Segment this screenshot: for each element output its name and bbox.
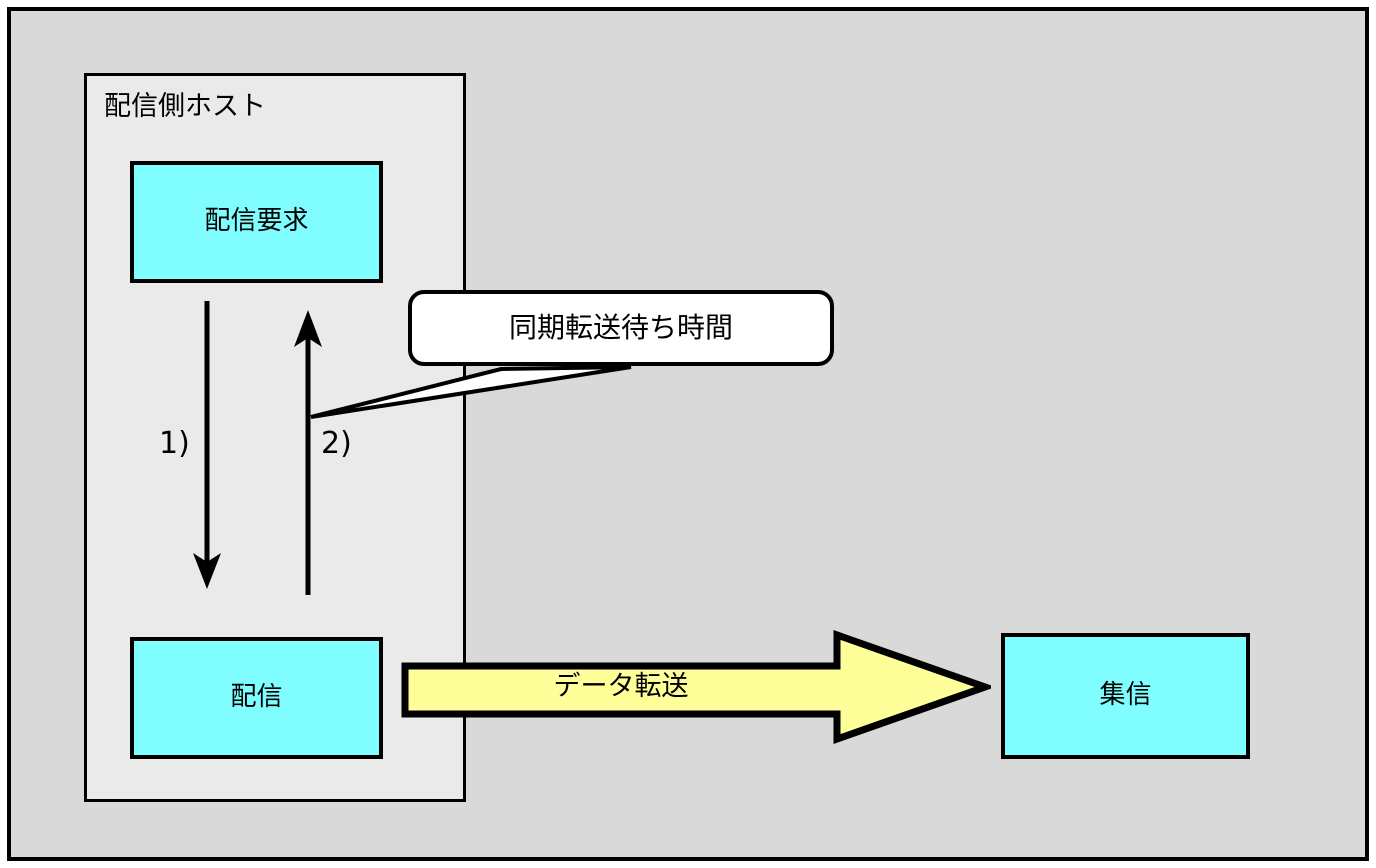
diagram-outer-frame: 配信側ホスト 配信要求 配信 集信 1) 2) 同期転送待ち時間: [7, 7, 1369, 861]
data-transfer-arrow-icon: [401, 630, 991, 744]
callout-label: 同期転送待ち時間: [508, 311, 733, 345]
flow-arrow-2-label: 2): [321, 426, 352, 461]
callout-tail-icon: [310, 365, 632, 419]
flow-arrow-down-icon: [193, 301, 221, 589]
host-panel-label: 配信側ホスト: [104, 91, 266, 122]
box-haishin-label: 配信: [230, 682, 283, 713]
box-haishin-youkyu: 配信要求: [130, 161, 383, 283]
callout-sync-wait: 同期転送待ち時間: [408, 290, 834, 366]
box-shuushin: 集信: [1001, 633, 1250, 759]
box-haishin: 配信: [130, 637, 383, 759]
flow-arrow-1-label: 1): [159, 426, 190, 461]
box-shuushin-label: 集信: [1099, 680, 1152, 711]
flow-arrow-up-icon: [294, 310, 322, 595]
box-haishin-youkyu-label: 配信要求: [204, 206, 309, 237]
